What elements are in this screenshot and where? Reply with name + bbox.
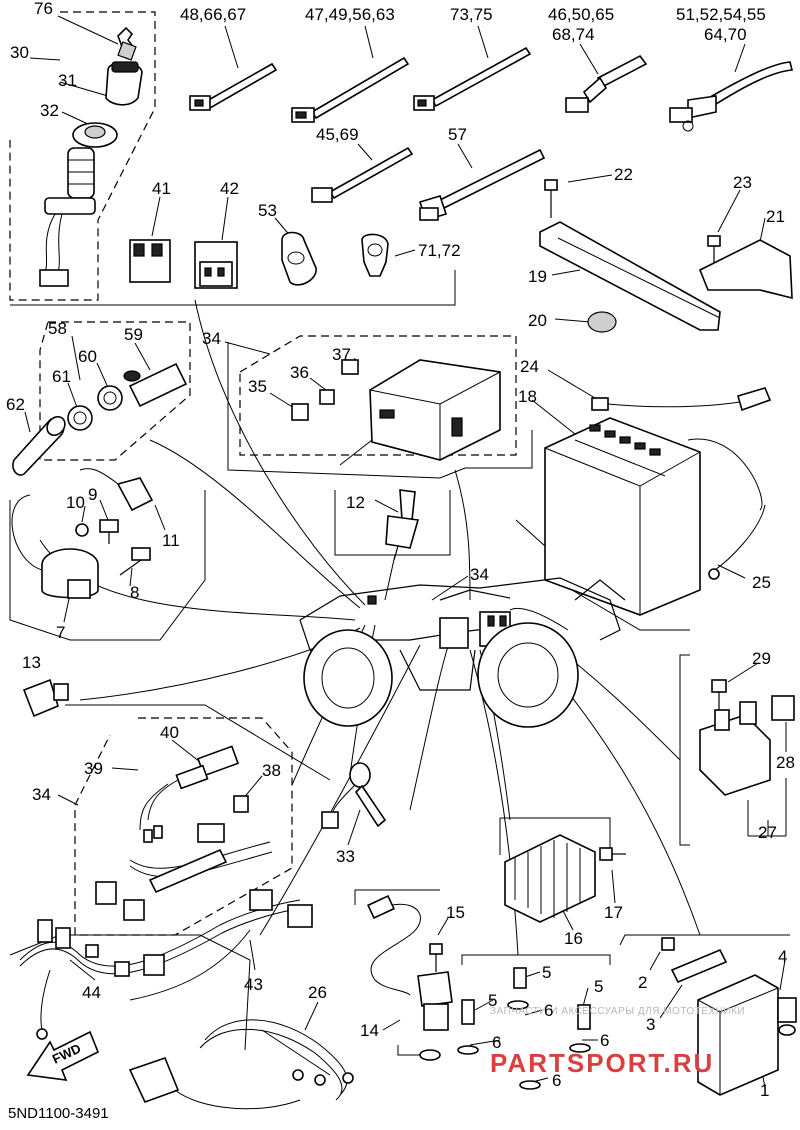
callout-23: 23 [733,173,752,192]
callout-41: 41 [152,179,171,198]
wire-routes [39,299,701,956]
callout-14: 14 [360,1021,379,1040]
callout-60: 60 [78,347,97,366]
callout-5-right: 5 [594,977,603,996]
callout-76: 76 [34,0,53,18]
ignition-coil [11,468,154,599]
bracket-assembly [539,179,793,333]
callout-5-top: 5 [542,963,551,982]
callout-53: 53 [258,201,277,220]
callout-1: 1 [760,1081,769,1100]
callout-34-fusebox: 34 [202,329,221,348]
neutral-switch [321,762,387,829]
callout-33: 33 [336,847,355,866]
cdi-unit [661,937,797,1096]
connectors-41-42 [129,231,389,289]
callout-61: 61 [52,367,71,386]
callout-8: 8 [130,583,139,602]
callout-15: 15 [446,903,465,922]
callout-47-49-56-63: 47,49,56,63 [305,5,395,24]
atv-vehicle [299,577,626,728]
callout-45-69: 45,69 [316,125,359,144]
callout-29: 29 [752,649,771,668]
accessory-socket [12,362,188,476]
callout-38: 38 [262,761,281,780]
watermark-brand: PARTSPORT.RU [490,1048,714,1078]
callout-22: 22 [614,165,633,184]
starter-relay [699,679,795,796]
callout-6-bottom: 6 [552,1071,561,1090]
watermark-tagline: ЗАПЧАСТИ И АКСЕССУАРЫ ДЛЯ МОТОТЕХНИКИ [490,1006,745,1017]
callout-37: 37 [332,345,351,364]
bolts-washers [457,967,591,1090]
callout-19: 19 [528,267,547,286]
callout-44: 44 [82,983,101,1002]
callout-2: 2 [638,973,647,992]
callout-34-atv: 34 [470,565,489,584]
callout-20: 20 [528,311,547,330]
callout-21: 21 [766,207,785,226]
callout-25: 25 [752,573,771,592]
callout-27: 27 [758,823,777,842]
callout-62: 62 [6,395,25,414]
callout-4: 4 [778,947,787,966]
spark-plug [385,489,420,561]
group-borders [9,11,790,1056]
main-switch-assembly [39,26,143,287]
callout-40: 40 [160,723,179,742]
callout-51-52-54-55: 51,52,54,55 [676,5,766,24]
callout-68-74: 68,74 [552,25,595,44]
callout-34-harness: 34 [32,785,51,804]
callout-18: 18 [518,387,537,406]
callout-35: 35 [248,377,267,396]
callout-17: 17 [604,903,623,922]
battery [544,387,772,616]
wire-harness-main [19,889,313,1040]
callout-5-left: 5 [488,991,497,1010]
callout-43: 43 [244,975,263,994]
fwd-arrow: FWD [26,1030,100,1081]
sub-harness [95,745,273,921]
callout-39: 39 [84,759,103,778]
callout-12: 12 [346,493,365,512]
leader-lines [24,15,787,1089]
callout-11: 11 [162,531,180,550]
rectifier-regulator [504,834,626,923]
callout-42: 42 [220,179,239,198]
fuse-box [291,359,501,466]
callout-6-top: 6 [544,1001,553,1020]
callout-31: 31 [58,71,77,90]
callout-48-66-67: 48,66,67 [180,5,246,24]
callout-57: 57 [448,125,467,144]
callout-6-right: 6 [600,1031,609,1050]
callout-36: 36 [290,363,309,382]
diagram-part-number: 5ND1100-3491 [8,1105,109,1122]
cable-ties-row [189,46,794,221]
callout-28: 28 [776,753,795,772]
callout-3: 3 [646,1015,655,1034]
callout-58: 58 [48,319,67,338]
callout-46-50-65: 46,50,65 [548,5,614,24]
callout-73-75: 73,75 [450,5,493,24]
callout-13: 13 [22,653,41,672]
callout-7: 7 [56,623,65,642]
callout-16: 16 [564,929,583,948]
watermark: ЗАПЧАСТИ И АКСЕССУАРЫ ДЛЯ МОТОТЕХНИКИ PA… [490,1006,745,1078]
callout-9: 9 [88,485,97,504]
callout-26: 26 [308,983,327,1002]
callout-10: 10 [66,493,85,512]
callout-6-left: 6 [492,1033,501,1052]
callout-71-72: 71,72 [418,241,461,260]
thermo-switch [22,678,69,718]
callout-30: 30 [10,43,29,62]
callout-labels: 76 30 31 32 48,66,67 47,49,56,63 73,75 4… [6,0,795,1122]
callout-32: 32 [40,101,59,120]
callout-64-70: 64,70 [704,25,747,44]
speed-sensor [367,894,453,1061]
battery-cable-set [128,1019,354,1110]
callout-59: 59 [124,325,143,344]
callout-24: 24 [520,357,539,376]
